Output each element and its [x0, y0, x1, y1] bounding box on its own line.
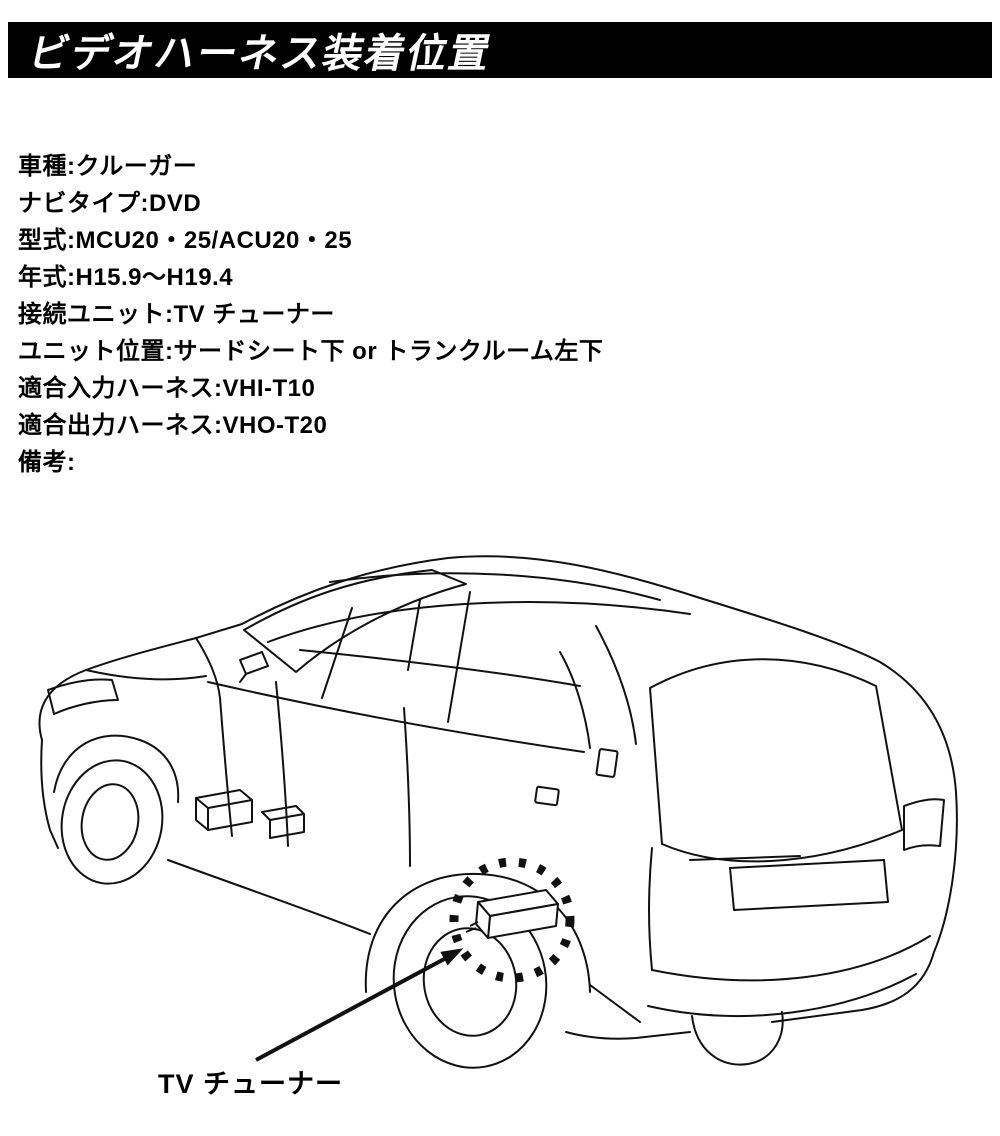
car-body	[38, 555, 958, 1069]
spec-unit-location: ユニット位置:サードシート下 or トランクルーム左下	[18, 338, 604, 365]
callout-label: TV チューナー	[158, 1069, 344, 1099]
title-bar: ビデオハーネス装着位置	[8, 22, 992, 78]
tv-tuner-box	[465, 889, 559, 939]
spec-model-code: 型式:MCU20・25/ACU20・25	[18, 227, 353, 254]
spec-output-harness: 適合出力ハーネス:VHO-T20	[18, 412, 328, 439]
spec-list: 車種:クルーガー ナビタイプ:DVD 型式:MCU20・25/ACU20・25 …	[18, 148, 603, 481]
spec-notes: 備考:	[18, 449, 76, 476]
highlight-circle	[449, 857, 575, 983]
spec-model-year: 年式:H15.9〜H19.4	[18, 264, 234, 291]
spec-input-harness: 適合入力ハーネス:VHI-T10	[18, 375, 316, 402]
spec-connection-unit: 接続ユニット:TV チューナー	[18, 301, 335, 328]
spec-vehicle: 車種:クルーガー	[18, 153, 198, 180]
spec-navi-type: ナビタイプ:DVD	[18, 190, 202, 217]
car-diagram	[38, 555, 958, 1069]
pointer-arrow	[255, 948, 464, 1062]
